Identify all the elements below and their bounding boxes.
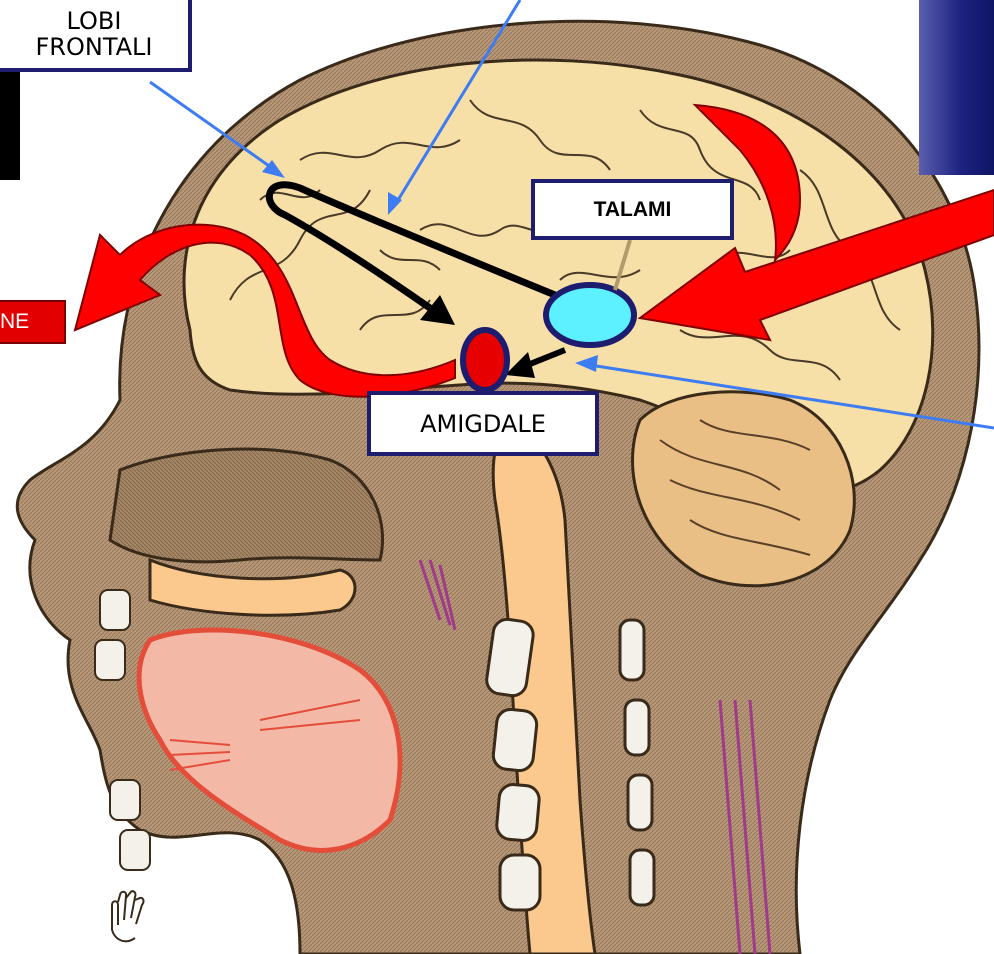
hand-drawn-hand-icon bbox=[112, 891, 143, 941]
label-ne-fragment: NE bbox=[0, 300, 66, 344]
black-bar bbox=[0, 72, 20, 180]
label-amigdale: AMIGDALE bbox=[367, 391, 599, 456]
talamo bbox=[546, 285, 634, 345]
nasal-cavity bbox=[110, 449, 383, 562]
label-lobi-line2: FRONTALI bbox=[36, 34, 153, 60]
label-lobi-line1: LOBI bbox=[67, 8, 122, 34]
amigdala bbox=[463, 330, 507, 390]
label-talami: TALAMI bbox=[531, 179, 734, 240]
label-lobi-frontali: LOBI FRONTALI bbox=[0, 0, 192, 72]
blue-gradient-panel bbox=[919, 0, 994, 175]
